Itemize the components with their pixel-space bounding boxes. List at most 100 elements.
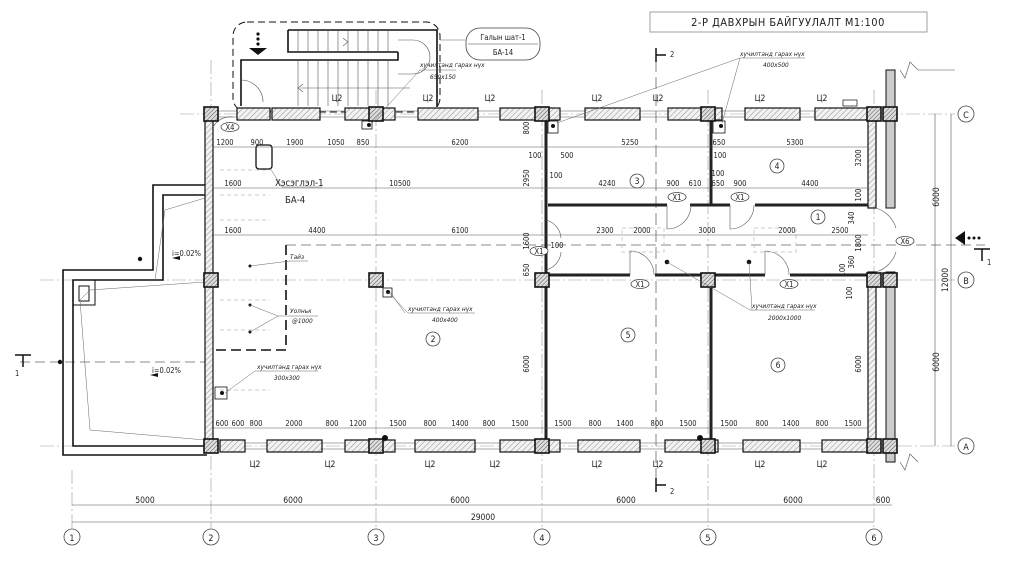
dimension-label: X1 bbox=[535, 247, 544, 256]
dimension-label: 900 bbox=[667, 179, 680, 188]
dimension-label: 650х150 bbox=[430, 73, 456, 81]
room-number: 1 bbox=[816, 213, 821, 223]
dimension-label: 800 bbox=[816, 419, 829, 428]
dimension-label: X1 bbox=[636, 280, 645, 289]
dimension-label: 1500 bbox=[554, 419, 571, 428]
dimension-label: 2950 bbox=[522, 169, 531, 186]
dimension-label: 5300 bbox=[786, 138, 803, 147]
dimension-label: 4400 bbox=[308, 226, 325, 235]
dimension-label: X1 bbox=[673, 193, 682, 202]
drain-icon bbox=[57, 359, 63, 365]
dimension-label: 3200 bbox=[854, 149, 863, 166]
axis-bubbles-columns: 1 2 3 4 5 6 bbox=[63, 528, 883, 546]
dimension-label: 650 bbox=[522, 264, 531, 277]
dimension-label: 340 bbox=[847, 212, 856, 225]
dimension-label: хучилтанд гарах нүх bbox=[407, 305, 473, 313]
slope-arrow-icon bbox=[150, 373, 158, 377]
dimension-label: Хэсэглэл-1 bbox=[275, 178, 324, 189]
dimension-label: 12000 bbox=[941, 268, 951, 292]
dimension-label: хучилтанд гарах нүх bbox=[739, 50, 805, 58]
dimension-label: 800 bbox=[651, 419, 664, 428]
dimension-label: БА-4 bbox=[285, 195, 305, 206]
dimension-label: 5250 bbox=[621, 138, 638, 147]
slope-arrow-icon bbox=[172, 256, 180, 260]
dimension-label: Ц2 bbox=[332, 94, 343, 104]
dimension-label: хучилтанд гарах нүх bbox=[256, 363, 322, 371]
dimension-label: 2500 bbox=[831, 226, 848, 235]
dimension-label: 1600 bbox=[224, 226, 241, 235]
dimension-label: 100 bbox=[551, 241, 564, 250]
dimension-label: 4400 bbox=[801, 179, 818, 188]
dimension-label: 600 bbox=[876, 496, 891, 506]
dimension-label: 6000 bbox=[932, 187, 942, 207]
dimension-label: Ц2 bbox=[592, 94, 603, 104]
dimension-label: 800 bbox=[756, 419, 769, 428]
dimension-label: X6 bbox=[901, 237, 910, 246]
right-dimensions: 6000 12000 6000 bbox=[932, 114, 952, 446]
dimension-label: хучилтанд гарах нүх bbox=[419, 61, 485, 69]
dimension-label: 1050 bbox=[327, 138, 344, 147]
dimension-label: 600 bbox=[216, 419, 229, 428]
dimension-label: 800 bbox=[326, 419, 339, 428]
dimension-label: 1800 bbox=[854, 234, 863, 251]
room-numbers: 1 2 3 4 5 6 bbox=[425, 158, 826, 373]
dimension-label: Ц2 bbox=[755, 94, 766, 104]
dimension-label: Ц2 bbox=[425, 460, 436, 470]
dimension-label: Ц2 bbox=[755, 460, 766, 470]
dimension-label: 4240 bbox=[598, 179, 615, 188]
dimension-label: Ц2 bbox=[250, 460, 261, 470]
columns bbox=[203, 106, 898, 454]
axis-label: 6 bbox=[871, 534, 876, 544]
room-number: 2 bbox=[431, 335, 436, 345]
dimension-label: 1200 bbox=[216, 138, 233, 147]
dimension-label: 1500 bbox=[679, 419, 696, 428]
dimension-label: 900 bbox=[251, 138, 264, 147]
dimension-label: 300х300 bbox=[274, 374, 300, 382]
dimension-label: 6000 bbox=[932, 352, 942, 372]
grid-lines bbox=[20, 60, 985, 528]
dimension-label: 5000 bbox=[135, 496, 155, 506]
dimension-label: 1400 bbox=[782, 419, 799, 428]
dimension-label: 100 bbox=[845, 287, 854, 300]
dimension-label: 6200 bbox=[451, 138, 468, 147]
dimension-label: 1 bbox=[15, 369, 19, 378]
dimension-label: 400х400 bbox=[432, 316, 458, 324]
dims-small: 800 100 500 100 2950 1600 650 100 100 10… bbox=[522, 122, 863, 373]
dimension-label: 6000 bbox=[616, 496, 636, 506]
dimension-label: 100 bbox=[838, 264, 847, 277]
dimension-label: 1500 bbox=[511, 419, 528, 428]
dimension-label: 1600 bbox=[224, 179, 241, 188]
dimension-label: 800 bbox=[522, 122, 531, 135]
dimension-label: 100 bbox=[550, 171, 563, 180]
dimension-label: 1900 bbox=[286, 138, 303, 147]
axis-label: C bbox=[963, 111, 969, 121]
dimension-label: 2 bbox=[670, 50, 674, 59]
dimension-label: 1400 bbox=[616, 419, 633, 428]
dimension-label: @1000 bbox=[292, 317, 313, 325]
dimension-label: 850 bbox=[357, 138, 370, 147]
dimension-label: Ц2 bbox=[817, 94, 828, 104]
drawing-title-text: 2-Р ДАВХРЫН БАЙГУУЛАЛТ М1:100 bbox=[691, 16, 885, 29]
dimension-label: 6000 bbox=[783, 496, 803, 506]
dimension-label: X1 bbox=[785, 280, 794, 289]
stair-tag: Галын шат-1 БА-14 bbox=[440, 27, 541, 61]
dimension-label: 2000х1000 bbox=[768, 314, 801, 322]
dimension-label: 6000 bbox=[522, 355, 531, 372]
room-number: 4 bbox=[775, 162, 780, 172]
slope-label: i=0.02% bbox=[172, 249, 202, 258]
dimension-label: 500 bbox=[561, 151, 574, 160]
drawing-title: 2-Р ДАВХРЫН БАЙГУУЛАЛТ М1:100 bbox=[649, 11, 928, 33]
dimension-label: Ц2 bbox=[653, 94, 664, 104]
dimension-label: 1500 bbox=[844, 419, 861, 428]
axis-label: B bbox=[963, 277, 969, 287]
dimension-label: хучилтанд гарах нүх bbox=[751, 302, 817, 310]
dimension-label: 1 bbox=[987, 258, 991, 267]
dimension-label: БА-14 bbox=[493, 48, 513, 57]
axis-label: 4 bbox=[539, 534, 544, 544]
slab-openings bbox=[214, 120, 752, 441]
dimension-label: 6000 bbox=[450, 496, 470, 506]
dimension-label: 1400 bbox=[451, 419, 468, 428]
dimension-label: X1 bbox=[736, 193, 745, 202]
